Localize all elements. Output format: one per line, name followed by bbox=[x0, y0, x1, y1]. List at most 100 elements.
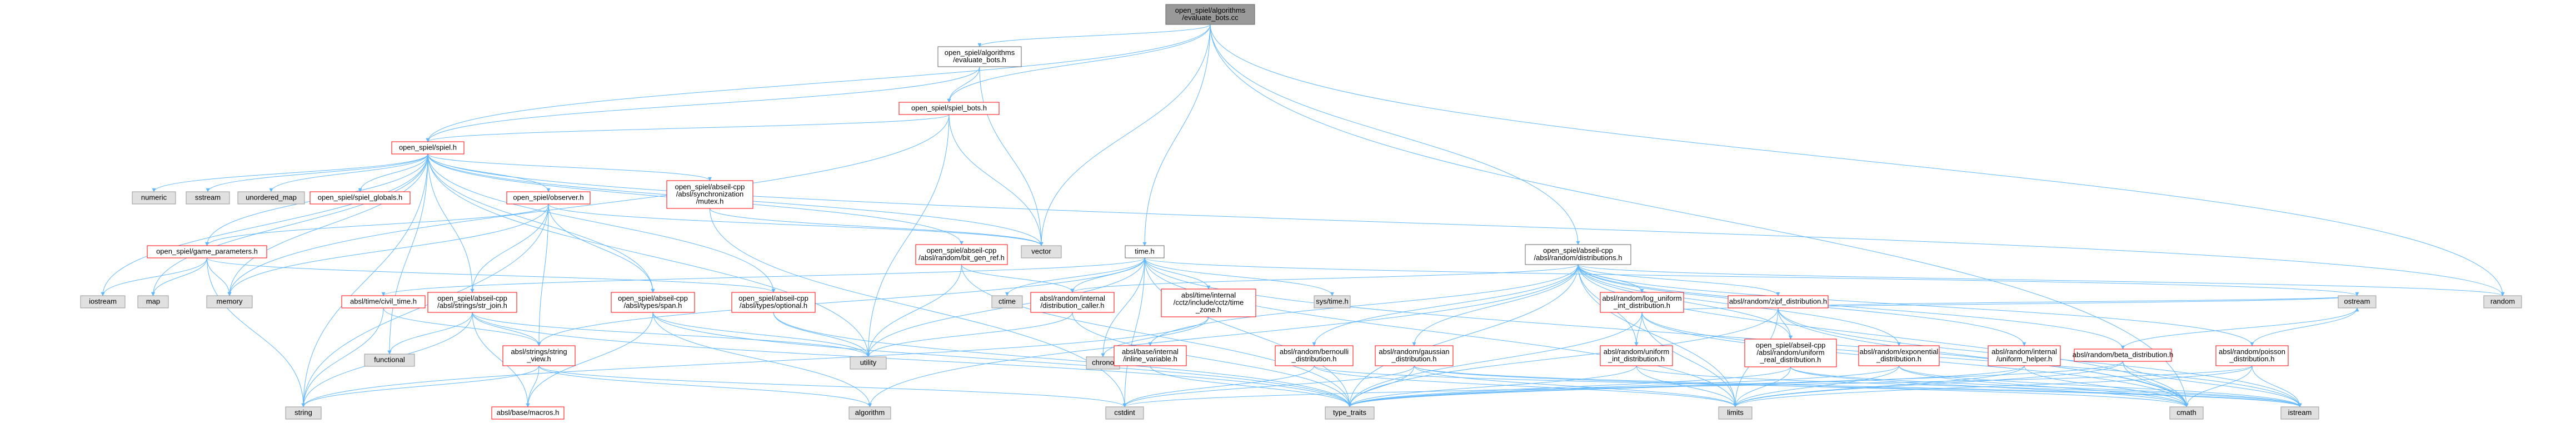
edge-gaussian_h-to-istream bbox=[1414, 365, 2302, 407]
edge-bernoulli_h-to-cstdint bbox=[1122, 365, 1315, 407]
node-ctime: ctime bbox=[991, 295, 1023, 308]
node-label: /absl/random/uniform bbox=[1756, 349, 1824, 357]
node-gaussian-h[interactable]: absl/random/gaussian_distribution.h bbox=[1375, 345, 1454, 366]
node-label: limits bbox=[1727, 409, 1744, 417]
node-ostream: ostream bbox=[2338, 295, 2377, 308]
edge-log_uniform_h-to-uniform_int_h bbox=[1634, 312, 1643, 346]
node-string-view-h[interactable]: absl/strings/string_view.h bbox=[502, 345, 576, 366]
node-distributions-h[interactable]: open_spiel/abseil-cpp/absl/random/distri… bbox=[1525, 244, 1631, 265]
node-label: numeric bbox=[141, 193, 167, 202]
node-algorithm: algorithm bbox=[848, 406, 891, 420]
edge-poisson_h-to-istream bbox=[2251, 365, 2302, 407]
edge-spiel_bots_h-to-memory bbox=[227, 114, 950, 296]
node-box bbox=[1325, 406, 1375, 420]
node-label: /uniform_helper.h bbox=[1996, 355, 2052, 363]
edge-string_view_h-to-macros_h bbox=[526, 365, 540, 407]
node-uniform-real-h[interactable]: open_spiel/abseil-cpp/absl/random/unifor… bbox=[1744, 339, 1837, 367]
node-exponential-h[interactable]: absl/random/exponential_distribution.h bbox=[1858, 345, 1940, 366]
edge-game_parameters_h-to-iostream bbox=[101, 257, 207, 296]
node-label: absl/strings/string bbox=[511, 347, 567, 356]
edge-span_h-to-algorithm bbox=[652, 312, 872, 407]
node-label: open_spiel/algorithms bbox=[1175, 6, 1246, 14]
node-mutex-h[interactable]: open_spiel/abseil-cpp/absl/synchronizati… bbox=[666, 180, 753, 209]
edge-spiel_bots_h-to-spiel_h bbox=[426, 114, 950, 142]
edge-uniform_real_h-to-type_traits bbox=[1347, 366, 1791, 407]
edge-spiel_h-to-unordered_map bbox=[269, 153, 428, 192]
node-uniform-helper-h[interactable]: absl/random/internal/uniform_helper.h bbox=[1988, 345, 2061, 366]
edge-game_parameters_h-to-string bbox=[207, 257, 306, 407]
node-label: unordered_map bbox=[246, 193, 297, 202]
node-label: time.h bbox=[1135, 247, 1154, 256]
node-label: open_spiel/abseil-cpp bbox=[738, 294, 808, 302]
node-box bbox=[731, 292, 816, 313]
node-str-join-h[interactable]: open_spiel/abseil-cpp/absl/strings/str_j… bbox=[427, 292, 517, 313]
edge-exponential_h-to-type_traits bbox=[1347, 365, 1899, 407]
node-time-h[interactable]: time.h bbox=[1125, 245, 1165, 258]
node-box bbox=[1314, 295, 1351, 308]
node-label: vector bbox=[1031, 247, 1051, 256]
node-game-parameters-h[interactable]: open_spiel/game_parameters.h bbox=[147, 245, 267, 258]
edge-spiel_bots_h-to-utility bbox=[866, 114, 950, 357]
edge-beta_h-to-ostream bbox=[2123, 307, 2359, 350]
edge-game_parameters_h-to-optional_h bbox=[207, 257, 776, 293]
edge-bernoulli_h-to-limits bbox=[1314, 365, 1738, 407]
edge-spiel_h-to-random bbox=[427, 153, 2505, 296]
node-civil-time-h[interactable]: absl/time/civil_time.h bbox=[341, 295, 426, 308]
node-box bbox=[1744, 339, 1837, 367]
node-label: absl/random/log_uniform bbox=[1602, 294, 1681, 302]
node-log-uniform-h[interactable]: absl/random/log_uniform_int_distribution… bbox=[1600, 292, 1684, 313]
node-spiel-globals-h[interactable]: open_spiel/spiel_globals.h bbox=[309, 191, 411, 205]
node-spiel-bots-h[interactable]: open_spiel/spiel_bots.h bbox=[898, 102, 1000, 115]
node-optional-h[interactable]: open_spiel/abseil-cpp/absl/types/optiona… bbox=[731, 292, 816, 313]
node-label: open_spiel/observer.h bbox=[513, 193, 583, 202]
node-box bbox=[2215, 345, 2289, 366]
edge-gaussian_h-to-limits bbox=[1414, 365, 1738, 407]
edge-optional_h-to-utility bbox=[773, 312, 870, 357]
node-zipf-h[interactable]: absl/random/zipf_distribution.h bbox=[1728, 295, 1829, 308]
edge-gaussian_h-to-cmath bbox=[1414, 365, 2189, 407]
node-bit-gen-ref-h[interactable]: open_spiel/abseil-cpp/absl/random/bit_ge… bbox=[915, 244, 1008, 265]
edge-beta_h-to-cmath bbox=[2123, 361, 2189, 407]
node-inline-variable-h[interactable]: absl/base/internal/inline_variable.h bbox=[1114, 345, 1187, 366]
node-box bbox=[137, 295, 169, 308]
edge-evaluate_bots_cc-to-distributions_h bbox=[1210, 24, 1580, 245]
node-label: algorithm bbox=[855, 409, 885, 417]
node-spiel-h[interactable]: open_spiel/spiel.h bbox=[391, 141, 465, 155]
edge-spiel_h-to-memory bbox=[227, 153, 428, 296]
node-label: absl/random/bernoulli bbox=[1280, 347, 1349, 356]
edge-civil_time_h-to-string_view_h bbox=[383, 307, 541, 346]
edge-observer_h-to-memory bbox=[227, 203, 549, 296]
node-label: open_spiel/algorithms bbox=[945, 48, 1015, 57]
node-box bbox=[2169, 406, 2204, 420]
node-bernoulli-h[interactable]: absl/random/bernoulli_distribution.h bbox=[1275, 345, 1354, 366]
node-beta-h[interactable]: absl/random/beta_distribution.h bbox=[2073, 349, 2173, 362]
node-poisson-h[interactable]: absl/random/poisson_distribution.h bbox=[2215, 345, 2289, 366]
edge-beta_h-to-type_traits bbox=[1347, 361, 2123, 407]
node-distribution-caller-h[interactable]: absl/random/internal/distribution_caller… bbox=[1030, 292, 1115, 313]
edge-str_join_h-to-functional bbox=[387, 312, 473, 355]
node-span-h[interactable]: open_spiel/abseil-cpp/absl/types/span.h bbox=[611, 292, 695, 313]
node-box bbox=[1718, 406, 1753, 420]
node-box bbox=[898, 102, 1000, 115]
node-cstdint: cstdint bbox=[1105, 406, 1144, 420]
node-box bbox=[186, 191, 230, 205]
node-label: type_traits bbox=[1333, 409, 1366, 417]
node-time-zone-h[interactable]: absl/time/internal/cctz/include/cctz/tim… bbox=[1161, 288, 1256, 317]
node-numeric: numeric bbox=[132, 191, 176, 205]
node-box bbox=[2074, 349, 2172, 362]
node-evaluate-bots-h[interactable]: open_spiel/algorithms/evaluate_bots.h bbox=[937, 46, 1022, 67]
node-label: /inline_variable.h bbox=[1123, 355, 1177, 363]
edge-evaluate_bots_cc-to-time_h bbox=[1142, 24, 1211, 246]
edge-spiel_h-to-sstream bbox=[206, 153, 428, 192]
node-box bbox=[2483, 295, 2522, 308]
node-box bbox=[364, 354, 415, 367]
edge-uniform_real_h-to-limits bbox=[1733, 366, 1791, 407]
node-label: utility bbox=[860, 359, 877, 367]
node-observer-h[interactable]: open_spiel/observer.h bbox=[506, 191, 591, 205]
node-utility: utility bbox=[850, 356, 887, 370]
node-label: /mutex.h bbox=[696, 197, 724, 206]
edge-evaluate_bots_cc-to-spiel_bots_h bbox=[947, 24, 1211, 103]
node-macros-h[interactable]: absl/base/macros.h bbox=[491, 406, 565, 420]
node-box bbox=[132, 191, 176, 205]
node-uniform-int-h[interactable]: absl/random/uniform_int_distribution.h bbox=[1600, 345, 1673, 366]
